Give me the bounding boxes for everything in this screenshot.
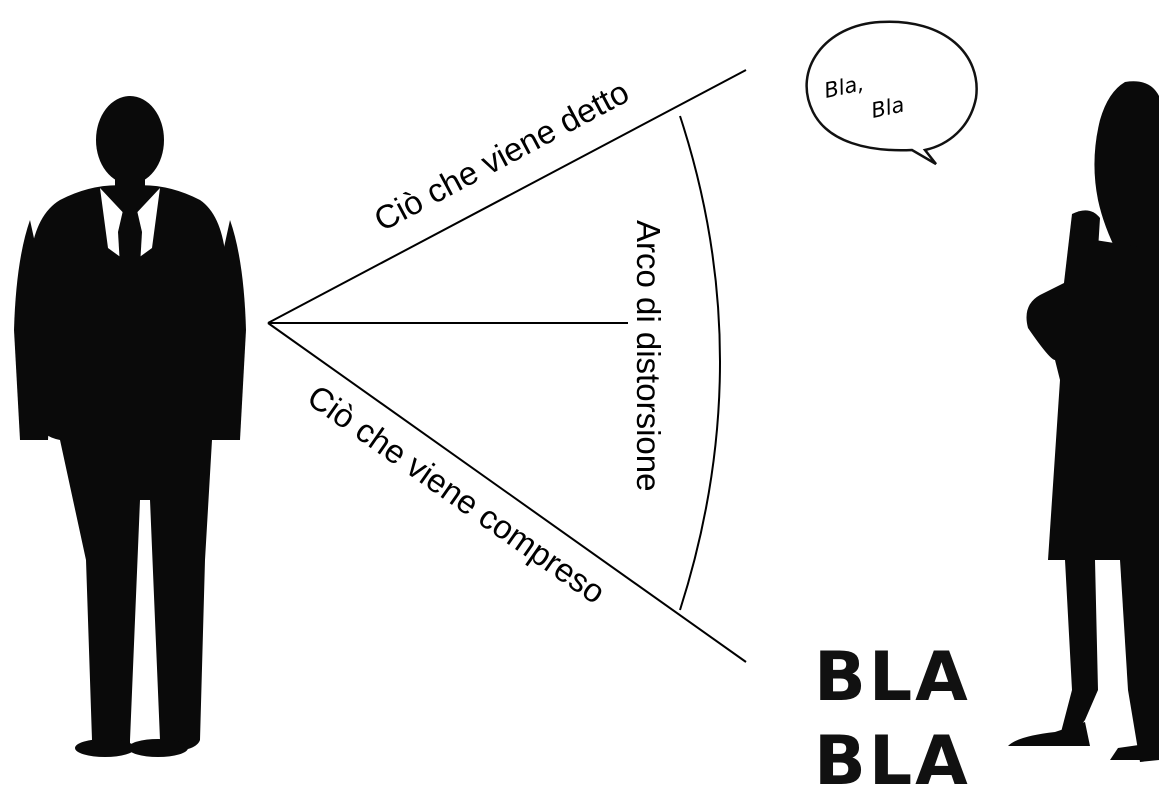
brush-bla-2: BLA bbox=[814, 722, 971, 790]
understood-line bbox=[268, 323, 746, 662]
distortion-arc-label: Arco di distorsione bbox=[630, 220, 667, 491]
distortion-arc bbox=[680, 116, 720, 610]
man-silhouette-icon bbox=[14, 96, 246, 757]
said-label: Ciò che viene detto bbox=[368, 73, 635, 238]
understood-label: Ciò che viene compreso bbox=[301, 377, 612, 610]
speech-bubble-icon: Bla, Bla bbox=[807, 22, 977, 164]
brush-bla-1: BLA bbox=[814, 638, 971, 717]
woman-silhouette-icon bbox=[1008, 81, 1159, 762]
said-line bbox=[268, 70, 746, 323]
